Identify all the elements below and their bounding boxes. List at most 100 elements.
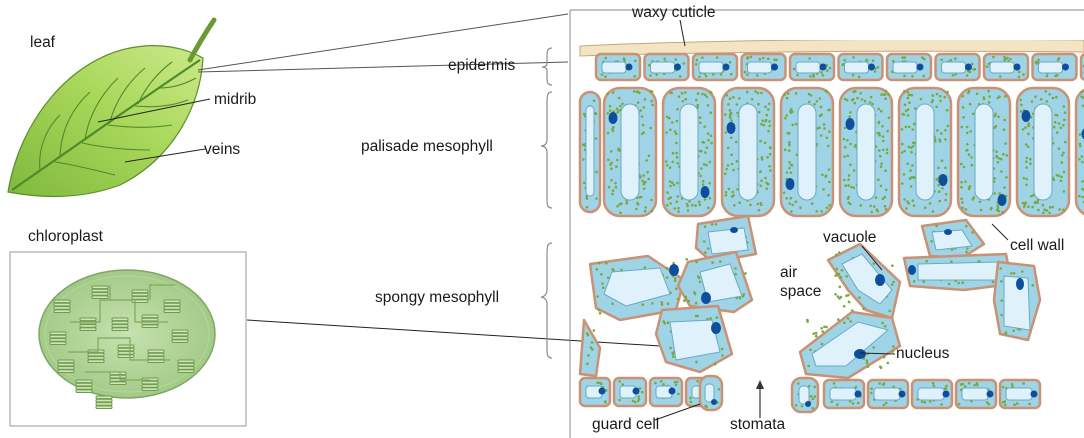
chloroplast-dot — [1078, 158, 1081, 161]
chloroplast-dot — [729, 61, 732, 64]
chloroplast-dot — [768, 120, 771, 123]
epidermal-cell — [912, 380, 952, 408]
chloroplast-panel — [10, 252, 246, 426]
chloroplast-dot — [795, 200, 798, 203]
chloroplast-dot — [880, 93, 883, 96]
chloroplast-dot — [786, 97, 789, 100]
chloroplast-dot — [784, 149, 787, 152]
chloroplast-dot — [703, 163, 706, 166]
chloroplast-dot — [887, 362, 890, 365]
nucleus — [701, 292, 711, 304]
chloroplast-dot — [986, 401, 989, 404]
chloroplast-dot — [852, 74, 855, 77]
chloroplast-dot — [965, 251, 968, 254]
chloroplast-dot — [966, 132, 969, 135]
chloroplast-dot — [1062, 124, 1065, 127]
chloroplast-dot — [948, 283, 951, 286]
chloroplast-dot — [882, 135, 885, 138]
chloroplast-dot — [643, 106, 646, 109]
chloroplast-dot — [1046, 75, 1049, 78]
chloroplast-dot — [607, 159, 610, 162]
chloroplast-dot — [583, 113, 586, 116]
chloroplast-dot — [679, 75, 682, 78]
stomata-arrow — [756, 380, 764, 418]
nucleus — [908, 265, 916, 275]
chloroplast-dot — [637, 101, 640, 104]
vacuole — [1006, 388, 1032, 400]
chloroplast-dot — [876, 210, 879, 213]
chloroplast-dot — [964, 385, 967, 388]
chloroplast-dot — [643, 183, 646, 186]
chloroplast-dot — [826, 90, 829, 93]
chloroplast-dot — [790, 171, 793, 174]
chloroplast-dot — [1025, 143, 1028, 146]
chloroplast-dot — [687, 209, 690, 212]
chloroplast-dot — [707, 104, 710, 107]
chloroplast-dot — [669, 185, 672, 188]
chloroplast-dot — [943, 96, 946, 99]
chloroplast-dot — [1009, 58, 1012, 61]
chloroplast-dot — [1023, 205, 1026, 208]
chloroplast-dot — [730, 73, 733, 76]
chloroplast-dot — [828, 108, 831, 111]
chloroplast-dot — [1025, 184, 1028, 187]
chloroplast-dot — [710, 142, 713, 145]
chloroplast-dot — [1054, 121, 1057, 124]
chloroplast-dot — [836, 273, 839, 276]
chloroplast-dot — [885, 402, 888, 405]
chloroplast-dot — [1011, 383, 1014, 386]
thylakoid — [92, 293, 108, 296]
chloroplast-dot — [995, 156, 998, 159]
vacuole — [845, 62, 869, 73]
chloroplast-dot — [642, 174, 645, 177]
chloroplast-dot — [986, 65, 989, 68]
chloroplast-dot — [946, 91, 949, 94]
chloroplast-dot — [1000, 170, 1003, 173]
chloroplast-dot — [730, 154, 733, 157]
chloroplast-dot — [1018, 71, 1021, 74]
chloroplast-dot — [932, 210, 935, 213]
epidermal-cell — [596, 54, 640, 80]
chloroplast-dot — [675, 288, 678, 291]
epidermal-cell — [936, 54, 980, 80]
chloroplast-dot — [746, 57, 749, 60]
chloroplast-dot — [966, 74, 969, 77]
chloroplast-dot — [947, 125, 950, 128]
chloroplast-dot — [852, 98, 855, 101]
nucleus — [917, 64, 924, 71]
vacuole — [975, 104, 993, 200]
chloroplast-dot — [882, 140, 885, 143]
thylakoid — [92, 286, 108, 289]
thylakoid — [172, 333, 188, 336]
label-waxy-cuticle: waxy cuticle — [632, 4, 716, 22]
chloroplast-dot — [669, 180, 672, 183]
chloroplast-dot — [856, 97, 859, 100]
chloroplast-dot — [1003, 186, 1006, 189]
chloroplast-dot — [681, 92, 684, 95]
chloroplast-dot — [1051, 206, 1054, 209]
chloroplast-dot — [809, 349, 812, 352]
chloroplast-dot — [907, 91, 910, 94]
chloroplast-dot — [944, 138, 947, 141]
chloroplast-dot — [821, 343, 824, 346]
thylakoid — [58, 360, 74, 363]
thylakoid — [112, 318, 128, 321]
chloroplast-dot — [671, 161, 674, 164]
chloroplast-dot — [643, 188, 646, 191]
leaf-blade — [8, 46, 203, 197]
chloroplast-dot — [937, 167, 940, 170]
thylakoid — [172, 330, 188, 333]
chloroplast-dot — [1004, 142, 1007, 145]
thylakoid — [142, 325, 158, 328]
chloroplast-dot — [736, 160, 739, 163]
thylakoid — [142, 315, 158, 318]
chloroplast-dot — [699, 175, 702, 178]
chloroplast-dot — [788, 167, 791, 170]
chloroplast-dot — [698, 201, 701, 204]
chloroplast-dot — [586, 363, 589, 366]
chloroplast-dot — [609, 163, 612, 166]
chloroplast-dot — [1036, 201, 1039, 204]
chloroplast-dot — [591, 341, 594, 344]
chloroplast-dot — [847, 178, 850, 181]
